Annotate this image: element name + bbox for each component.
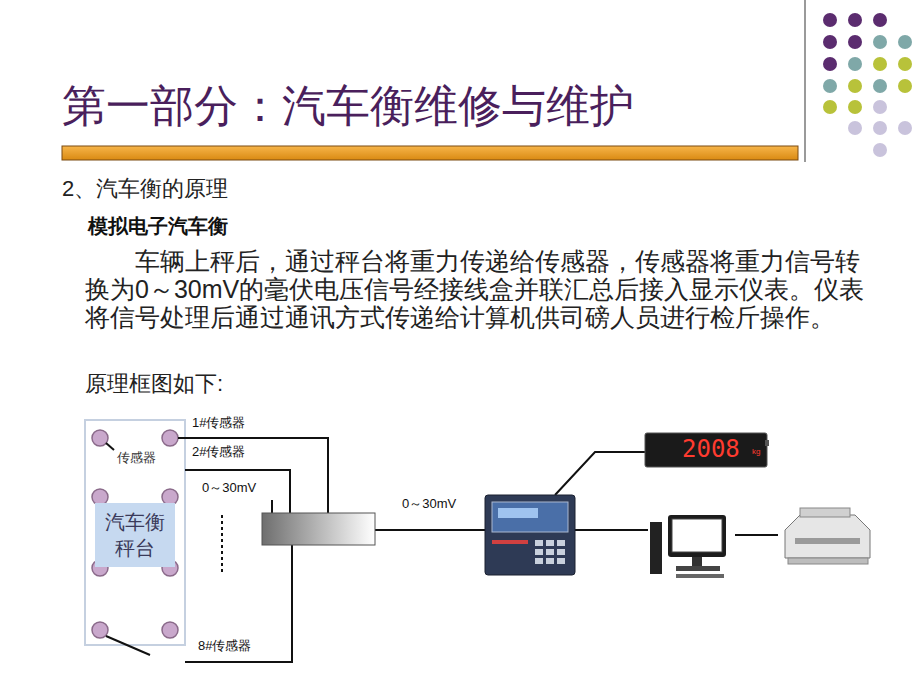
platform-outline — [85, 420, 185, 645]
decor-dots — [823, 13, 912, 157]
title-bar — [62, 146, 798, 160]
platform-box: 汽车衡 秤台 — [95, 503, 175, 567]
printer — [785, 508, 870, 564]
display-unit: kg — [752, 447, 760, 457]
note-text: 原理框图如下: — [85, 371, 223, 397]
weighing-indicator — [485, 495, 575, 575]
part-label: 传感器 — [117, 450, 156, 466]
display-reading: 2008 — [682, 435, 740, 464]
signal-label: 0～30mV — [400, 496, 458, 512]
signal-label: 1#传感器 — [192, 415, 245, 431]
computer — [650, 515, 726, 578]
signal-label: 8#传感器 — [198, 638, 251, 654]
display-bracket — [765, 440, 769, 446]
subheading: 模拟电子汽车衡 — [88, 214, 228, 238]
junction-box — [262, 513, 375, 545]
body-paragraph: 车辆上秤后，通过秤台将重力传递给传感器，传感器将重力信号转换为0～30mV的毫伏… — [85, 247, 865, 331]
section-heading: 2、汽车衡的原理 — [62, 176, 228, 202]
divider-line — [804, 0, 806, 162]
load-cells — [92, 430, 178, 638]
slide-title: 第一部分：汽车衡维修与维护 — [62, 80, 634, 133]
remote-display — [645, 433, 767, 467]
signal-label: 2#传感器 — [192, 444, 245, 460]
wires — [106, 438, 778, 662]
platform-name: 汽车衡 秤台 — [97, 509, 173, 561]
signal-label: 0～30mV — [200, 480, 258, 496]
